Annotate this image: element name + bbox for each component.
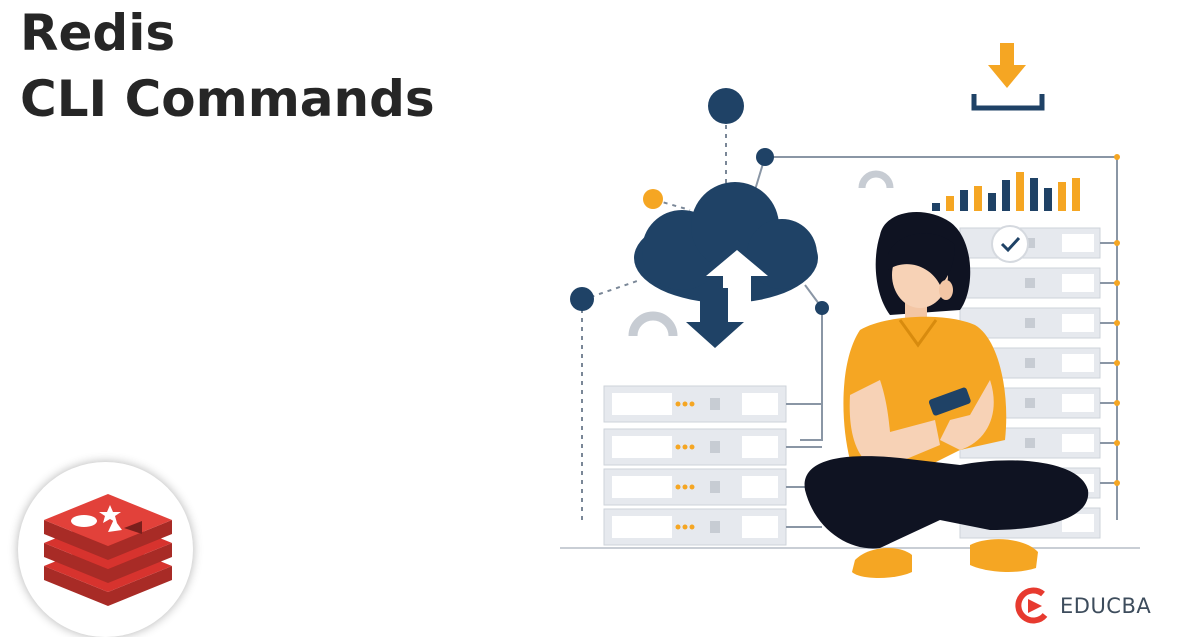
smartphone-icon [928, 387, 971, 416]
redis-logo-icon [44, 494, 172, 606]
educba-logo-icon [1015, 587, 1048, 624]
person-figure [804, 212, 1089, 578]
brand-logo: EDUCBA [1012, 585, 1151, 627]
gauge-icon [858, 170, 894, 189]
title-line-1: Redis [20, 4, 176, 62]
gauge-icon [628, 311, 678, 337]
page-title: Redis CLI Commands [20, 0, 435, 132]
checkmark-icon [991, 225, 1029, 263]
cloud-sync-icon [634, 182, 818, 348]
title-line-2: CLI Commands [20, 70, 435, 128]
brand-name: EDUCBA [1060, 594, 1152, 618]
bar-chart-icon [932, 172, 1080, 211]
cloud-server-illustration [560, 43, 1140, 578]
server-rack-icon [603, 385, 822, 546]
network-node-icon [570, 88, 829, 315]
download-icon [971, 43, 1045, 111]
